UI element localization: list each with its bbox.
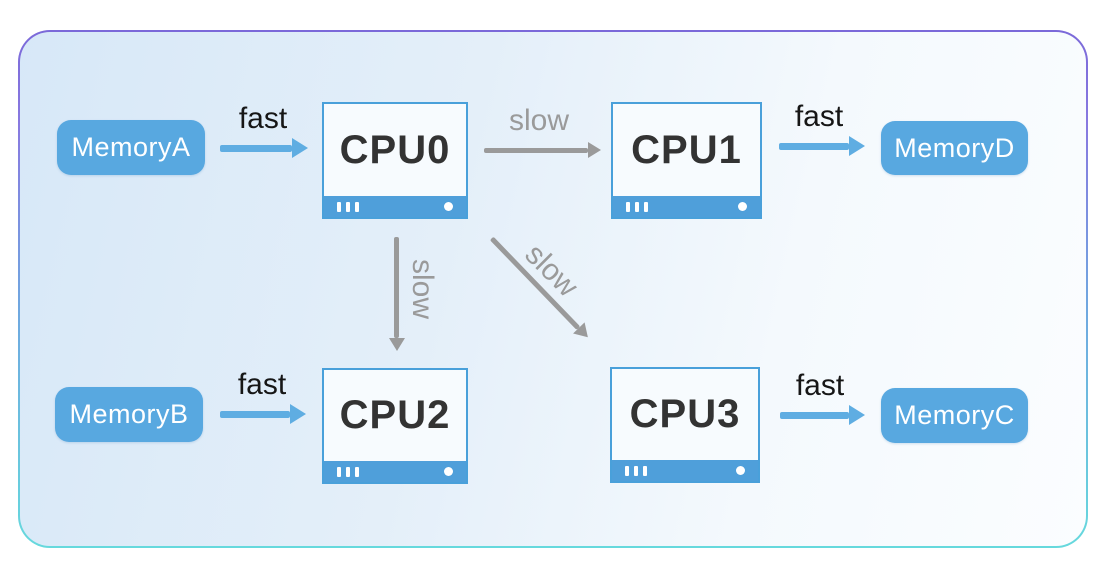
vent-lights-icon: [625, 465, 647, 476]
diagram-background: [20, 32, 1086, 546]
arrow-shaft: [394, 237, 400, 338]
arrow-shaft: [220, 144, 292, 152]
arrow-shaft: [779, 142, 849, 150]
memory-label: MemoryD: [894, 132, 1015, 163]
arrow-shaft: [484, 147, 588, 153]
cpu-label: CPU1: [631, 127, 742, 172]
arrowhead-icon: [389, 338, 405, 351]
edge-label-memoryb-cpu2: fast: [237, 368, 287, 401]
cpu-screen: CPU3: [612, 369, 758, 460]
memory-node-memorya: MemoryA: [57, 120, 205, 175]
cpu-label: CPU2: [339, 393, 451, 437]
arrow-cpu1-to-memoryd: [779, 135, 865, 157]
cpu-screen: CPU2: [324, 370, 466, 461]
power-led-icon: [444, 202, 453, 211]
cpu-node-cpu0: CPU0: [322, 102, 468, 219]
memory-label: MemoryA: [71, 132, 191, 162]
arrow-memorya-to-cpu0: [220, 137, 308, 159]
edge-label-memorya-cpu0: fast: [238, 102, 288, 135]
cpu-label: CPU3: [629, 392, 741, 436]
power-led-icon: [738, 202, 747, 211]
cpu-node-cpu2: CPU2: [322, 368, 468, 484]
arrowhead-icon: [292, 138, 308, 158]
memory-label: MemoryC: [894, 400, 1015, 430]
diagram-frame: [18, 30, 1088, 548]
memory-label: MemoryB: [69, 399, 189, 429]
arrowhead-icon: [588, 142, 601, 158]
cpu-label: CPU0: [339, 127, 451, 172]
arrowhead-icon: [849, 405, 865, 425]
vent-lights-icon: [626, 201, 648, 212]
edge-label-cpu1-memoryd: fast: [794, 100, 844, 133]
arrowhead-icon: [290, 404, 306, 424]
arrow-memoryb-to-cpu2: [220, 403, 306, 425]
arrow-shaft: [220, 410, 290, 418]
vent-lights-icon: [337, 201, 359, 212]
cpu-node-cpu1: CPU1: [611, 102, 762, 219]
arrow-cpu3-to-memoryc: [780, 404, 865, 426]
memory-node-memoryd: MemoryD: [881, 121, 1028, 175]
cpu-node-cpu3: CPU3: [610, 367, 760, 483]
power-led-icon: [444, 467, 453, 476]
arrow-shaft: [780, 411, 849, 419]
memory-node-memoryb: MemoryB: [55, 387, 203, 442]
cpu-chassis-bar: [613, 196, 760, 217]
cpu-screen: CPU0: [324, 104, 466, 196]
memory-node-memoryc: MemoryC: [881, 388, 1028, 443]
edge-label-cpu0-cpu1: slow: [508, 104, 570, 137]
cpu-chassis-bar: [612, 460, 758, 481]
vent-lights-icon: [337, 466, 359, 477]
cpu-screen: CPU1: [613, 104, 760, 196]
cpu-chassis-bar: [324, 196, 466, 217]
cpu-chassis-bar: [324, 461, 466, 482]
power-led-icon: [736, 466, 745, 475]
arrow-cpu0-to-cpu1: [484, 139, 601, 161]
arrowhead-icon: [849, 136, 865, 156]
edge-label-cpu3-memoryc: fast: [795, 369, 845, 402]
edge-label-cpu0-cpu2: slow: [406, 258, 439, 320]
